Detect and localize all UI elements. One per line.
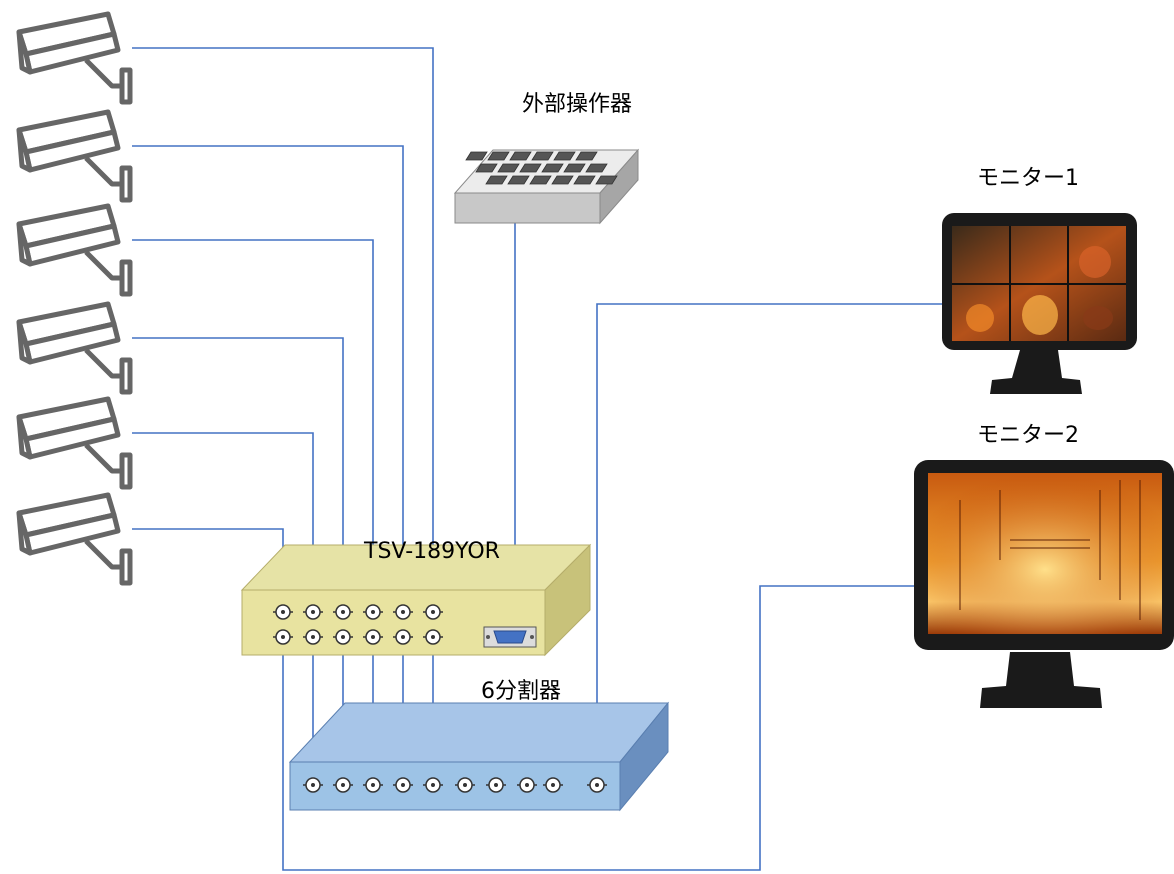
key-button: [485, 175, 508, 185]
divider-box: [288, 701, 670, 812]
security-camera-icon: [16, 492, 133, 586]
key-button: [553, 151, 576, 161]
camera-2-wire: [132, 145, 404, 612]
bnc-connector-icon: [423, 777, 443, 793]
key-button: [475, 163, 498, 173]
bnc-connector-icon: [393, 629, 413, 645]
key-button: [541, 163, 564, 173]
bnc-output-connector-icon: [587, 777, 607, 793]
key-button: [551, 175, 574, 185]
security-camera-icon: [16, 11, 133, 105]
security-camera-icon: [16, 396, 133, 490]
monitor-2-label: モニター2: [977, 423, 1079, 448]
security-camera-icon: [16, 301, 133, 395]
bnc-connector-icon: [423, 604, 443, 620]
monitor-1-label: モニター1: [977, 166, 1079, 191]
monitor-1: [942, 213, 1137, 394]
switcher-box: [240, 543, 592, 657]
switcher-label: TSV-189YOR: [363, 539, 500, 564]
security-camera-icon: [16, 109, 133, 203]
bnc-connector-icon: [303, 604, 323, 620]
key-button: [519, 163, 542, 173]
bnc-connector-icon: [363, 604, 383, 620]
monitor-2-wire: [282, 585, 916, 871]
key-button: [507, 175, 530, 185]
monitor-1-split-screen: [952, 226, 1126, 341]
bnc-connector-icon: [363, 629, 383, 645]
bnc-connector-icon: [543, 777, 563, 793]
key-button: [465, 151, 488, 161]
bnc-connector-icon: [273, 604, 293, 620]
key-button: [531, 151, 554, 161]
key-button: [595, 175, 618, 185]
bnc-connector-icon: [363, 777, 383, 793]
bnc-connector-icon: [303, 777, 323, 793]
bnc-connector-icon: [333, 629, 353, 645]
monitor-2: [914, 460, 1174, 708]
bnc-connector-icon: [273, 629, 293, 645]
bnc-connector-icon: [423, 629, 443, 645]
security-camera-icon: [16, 203, 133, 297]
db-connector-icon: [483, 626, 537, 648]
key-button: [509, 151, 532, 161]
keypad-icon: [453, 148, 640, 225]
key-button: [585, 163, 608, 173]
bnc-connector-icon: [486, 777, 506, 793]
bnc-connector-icon: [393, 777, 413, 793]
bnc-connector-icon: [517, 777, 537, 793]
key-button: [487, 151, 510, 161]
bnc-connector-icon: [303, 629, 323, 645]
camera-3-wire: [132, 239, 374, 612]
key-button: [563, 163, 586, 173]
key-button: [497, 163, 520, 173]
bnc-connector-icon: [455, 777, 475, 793]
key-button: [529, 175, 552, 185]
bnc-connector-icon: [333, 604, 353, 620]
camera-4-wire: [132, 337, 344, 612]
controller-label: 外部操作器: [522, 92, 632, 117]
bnc-connector-icon: [333, 777, 353, 793]
bnc-connector-icon: [393, 604, 413, 620]
key-button: [573, 175, 596, 185]
camera-1-wire: [132, 47, 434, 612]
monitor-1-wire: [596, 303, 946, 785]
key-button: [575, 151, 598, 161]
divider-label: 6分割器: [481, 679, 561, 704]
